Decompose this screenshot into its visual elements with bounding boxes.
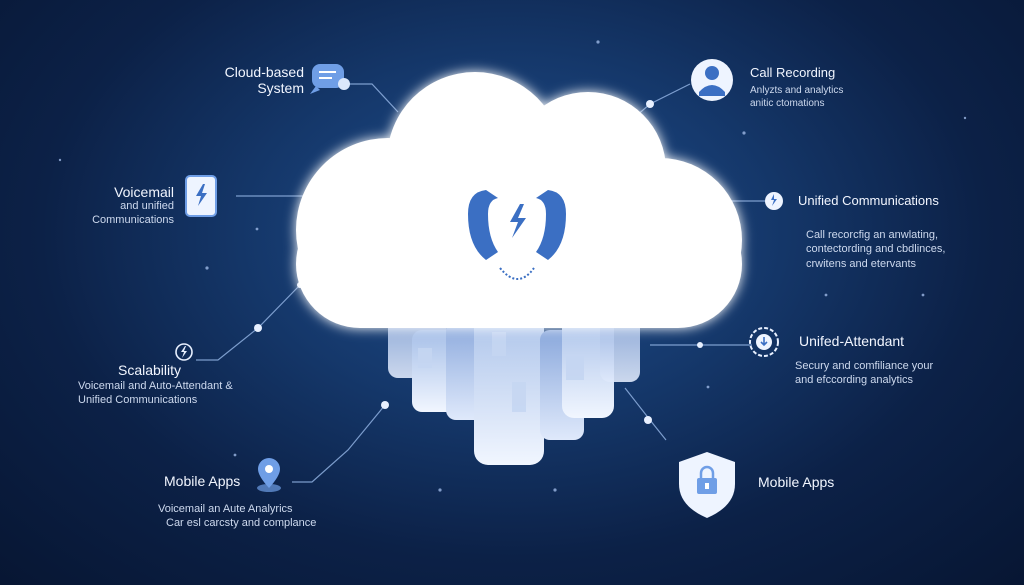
gear-icon <box>749 327 779 357</box>
unified-attendant-desc-line-2: and efccording analytics <box>795 374 914 387</box>
unified-comms-desc-line-3: crwitens and etervants <box>806 257 917 270</box>
unified-attendant-title: Unifed-Attendant <box>799 333 905 349</box>
phone-bolt-icon <box>468 190 566 280</box>
bolt-circle-icon <box>175 343 193 361</box>
mobile-apps-left-desc-line-1: Voicemail an Aute Analyrics <box>158 503 293 515</box>
voicemail-feature: Voicemail and unified Communications <box>60 184 174 228</box>
unified-attendant-feature: Unifed-Attendant Secury and comfiliance … <box>795 333 995 388</box>
tablet-bolt-icon <box>185 175 217 217</box>
agent-icon <box>691 59 733 101</box>
lock-shield-icon <box>679 452 735 518</box>
mobile-apps-left-title: Mobile Apps <box>164 473 241 489</box>
voicemail-desc-line-2: Communications <box>92 213 174 226</box>
unified-attendant-desc-line-1: Secury and comfiliance your <box>795 360 934 372</box>
voicemail-title: Voicemail <box>114 184 174 200</box>
call-recording-desc-line-1: Anlyzts and analytics <box>750 85 844 96</box>
mobile-apps-right-feature: Mobile Apps <box>758 474 878 490</box>
unified-comms-desc-line-1: Call recorcfig an anwlating, <box>806 229 939 241</box>
unified-comms-title: Unified Communications <box>798 193 939 208</box>
cloud-shape <box>296 72 742 328</box>
scalability-title: Scalability <box>118 362 182 378</box>
call-recording-feature: Call Recording Anlyzts and analytics ani… <box>750 65 900 110</box>
cloud-system-line-1: Cloud-based <box>224 64 304 80</box>
cloud-system-title: Cloud-based System <box>180 64 304 96</box>
globe-icon <box>765 192 783 210</box>
chat-bubble-icon <box>310 64 350 94</box>
location-pin-icon <box>257 458 281 492</box>
mobile-apps-left-feature: Mobile Apps Voicemail an Aute Analyrics … <box>150 473 320 531</box>
call-recording-desc-line-2: anitic ctomations <box>750 97 825 109</box>
unified-comms-feature: Unified Communications Call recorcfig an… <box>798 193 998 271</box>
call-recording-title: Call Recording <box>750 65 836 80</box>
cloud-system-line-2: System <box>257 80 304 97</box>
unified-comms-desc-line-2: contectording and cbdlinces, <box>806 243 946 256</box>
voicemail-desc-line-1: and unified <box>120 200 174 212</box>
scalability-desc-line-1: Voicemail and Auto-Attendant & <box>78 380 233 392</box>
mobile-apps-left-desc-line-2: Car esl carcsty and complance <box>166 516 317 529</box>
scalability-desc-line-2: Unified Communications <box>78 393 198 406</box>
mobile-apps-right-title: Mobile Apps <box>758 474 835 490</box>
scalability-feature: Scalability Voicemail and Auto-Attendant… <box>70 362 240 408</box>
sparkles <box>58 40 967 492</box>
